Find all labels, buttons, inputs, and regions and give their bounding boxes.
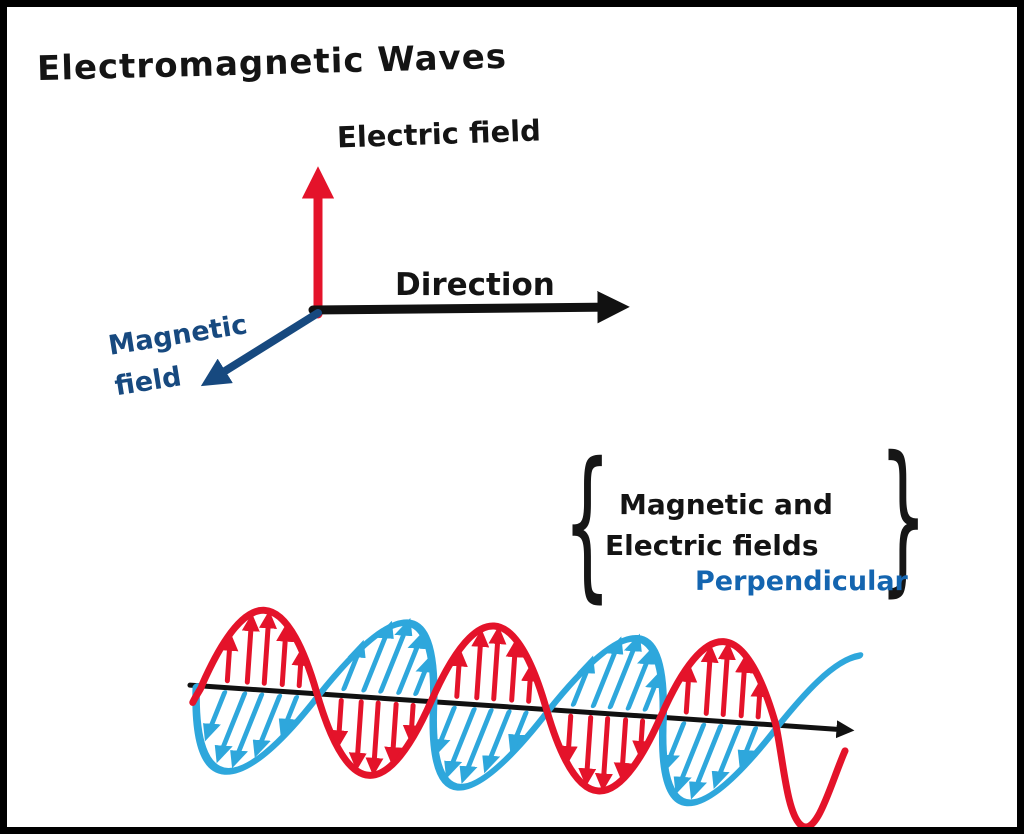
em-wave-drawing — [187, 606, 864, 827]
electric-wave — [189, 606, 849, 827]
direction-arrow — [308, 291, 630, 324]
direction-label: Direction — [395, 267, 555, 303]
electric-wave-path — [189, 606, 849, 827]
magnetic-field-arrow — [200, 309, 322, 387]
electric-field-arrows — [220, 610, 769, 792]
annotation-line-1: Magnetic and — [619, 488, 833, 521]
annotation-line-2: Electric fields — [605, 529, 819, 562]
annotation-line-3-perpendicular: Perpendicular — [695, 566, 908, 597]
right-brace-icon: } — [879, 420, 928, 612]
em-wave-sketch — [187, 166, 864, 827]
magnetic-field-arrows — [203, 618, 759, 800]
propagation-axis-arrow — [187, 682, 855, 739]
axes-diagram — [200, 166, 630, 387]
electric-field-label: Electric field — [336, 113, 542, 155]
left-brace-icon: { — [563, 426, 612, 618]
